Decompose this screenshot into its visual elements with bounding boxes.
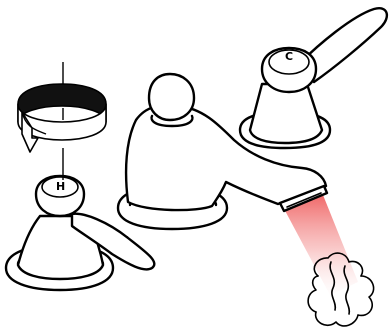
rotate-icon <box>18 62 106 180</box>
cold-handle[interactable]: C <box>240 8 387 148</box>
hot-label: H <box>56 180 65 193</box>
cold-label: C <box>285 50 293 63</box>
